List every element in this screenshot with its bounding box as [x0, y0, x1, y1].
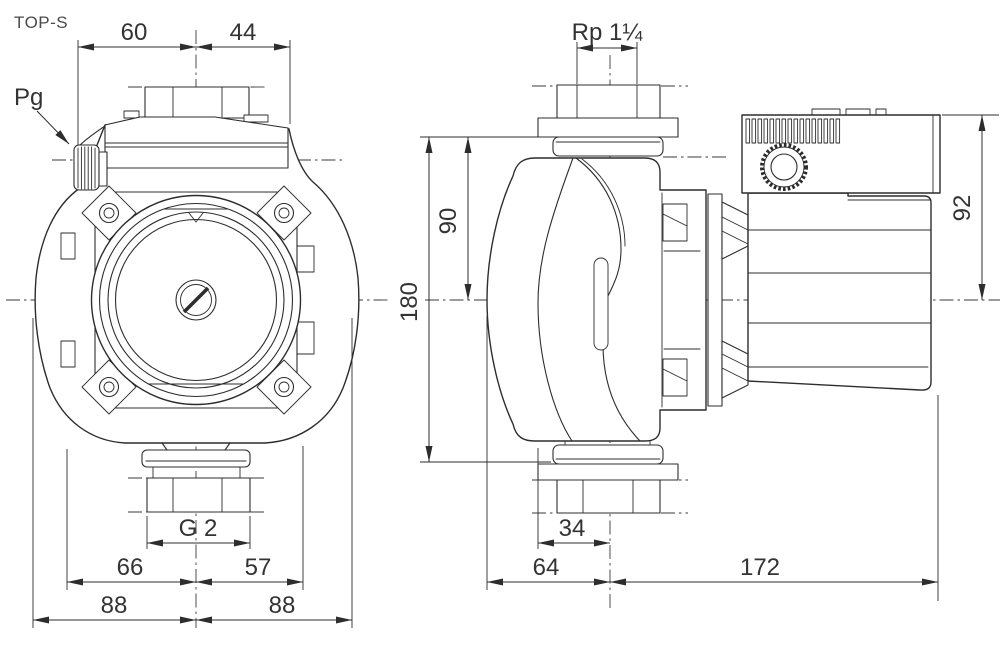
drawing-title: TOP-S: [14, 13, 68, 32]
front-view: 60 44 Pg G 2 66 57 88 88: [6, 19, 390, 628]
side-view: Rp 1¼ 180 90 92 34 64 172: [396, 19, 1000, 612]
front-dimensions: 60 44 Pg G 2 66 57 88 88: [14, 19, 352, 628]
dim-top-right-label: 44: [230, 19, 257, 46]
dim-outer-left-label: 88: [101, 592, 128, 619]
side-top-connector: [538, 85, 678, 156]
front-vent-screw: [176, 280, 216, 320]
vent-slots-icon: [746, 119, 840, 143]
front-side-tabs: [61, 233, 314, 367]
dim-inner-right-label: 57: [245, 554, 272, 581]
side-terminal-box: [742, 109, 940, 193]
dim-top-left-label: 60: [121, 19, 148, 46]
front-top-union-nut: [128, 87, 268, 118]
gland-leader-line: [37, 111, 69, 144]
dim-axis-left-label: 64: [533, 554, 560, 581]
dim-total-height-label: 180: [396, 282, 423, 322]
dim-outer-right-label: 88: [269, 592, 296, 619]
front-bottom-connector: [128, 443, 268, 512]
dim-motor-height-label: 92: [949, 195, 976, 222]
side-volute-curves: [538, 158, 640, 441]
dim-thread-rp-label: Rp 1¼: [572, 19, 644, 46]
dim-center-height-label: 90: [435, 208, 462, 235]
side-bottom-connector: [538, 441, 678, 513]
dim-axis-right-label: 172: [740, 554, 780, 581]
front-bolts: [100, 204, 294, 397]
front-terminal-box: [105, 111, 288, 168]
dim-thread-g2-label: G 2: [179, 515, 218, 542]
side-dimensions: Rp 1¼ 180 90 92 34 64 172: [396, 19, 999, 601]
side-flange-bolts: [663, 204, 700, 396]
speed-selector-knob-icon: [762, 145, 806, 189]
dim-port-half-label: 34: [559, 515, 586, 542]
side-motor: [748, 193, 931, 390]
gland-label: Pg: [14, 84, 43, 111]
dim-inner-left-label: 66: [117, 554, 144, 581]
cable-gland-icon: [74, 145, 107, 190]
